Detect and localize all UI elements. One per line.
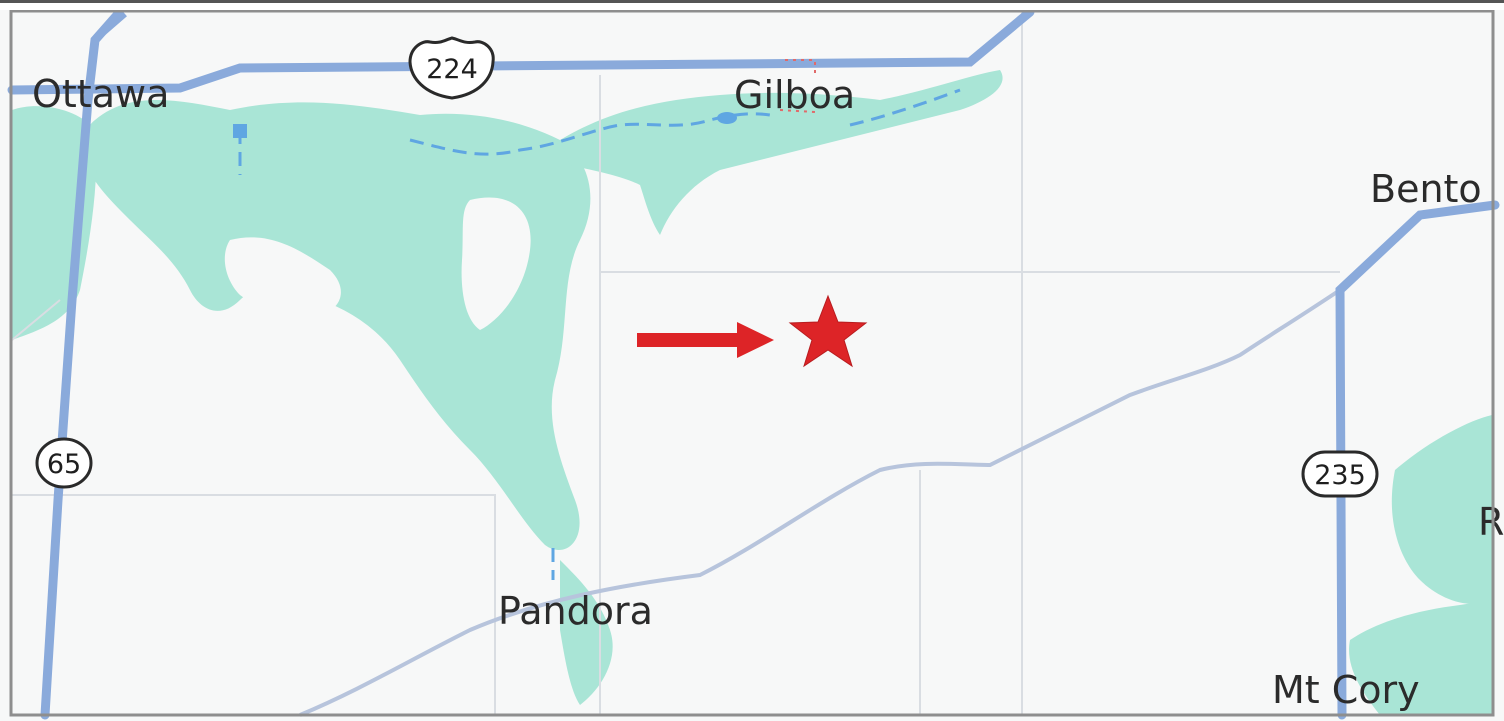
place-pandora[interactable]: Pandora	[498, 589, 653, 633]
route-235-road	[1335, 200, 1500, 720]
state-route-shield-235: 235	[1301, 450, 1379, 498]
map-top-edge	[0, 0, 1504, 10]
us-highway-shield: 224	[408, 36, 495, 100]
section-grid	[11, 12, 1340, 715]
map-top-border	[0, 0, 1504, 3]
route-224-label: 224	[426, 54, 478, 85]
place-mt-cory[interactable]: Mt Cory	[1272, 668, 1420, 712]
ponds	[233, 112, 737, 138]
place-partial-r: R	[1478, 500, 1504, 544]
arrow-right-icon	[637, 322, 774, 358]
boundary-dots	[779, 59, 816, 113]
place-ottawa[interactable]: Ottawa	[32, 72, 169, 116]
route-65-label: 65	[47, 449, 81, 480]
map-frame	[9, 9, 1495, 717]
ottawa-spur	[93, 11, 127, 43]
minor-roads	[299, 288, 1342, 717]
star-icon[interactable]	[788, 294, 868, 368]
place-gilboa[interactable]: Gilboa	[734, 73, 855, 117]
place-benton[interactable]: Bento	[1370, 167, 1482, 211]
state-route-shield-65: 65	[35, 437, 93, 489]
route-224-road	[7, 7, 1035, 95]
route-235-label: 235	[1314, 460, 1366, 491]
